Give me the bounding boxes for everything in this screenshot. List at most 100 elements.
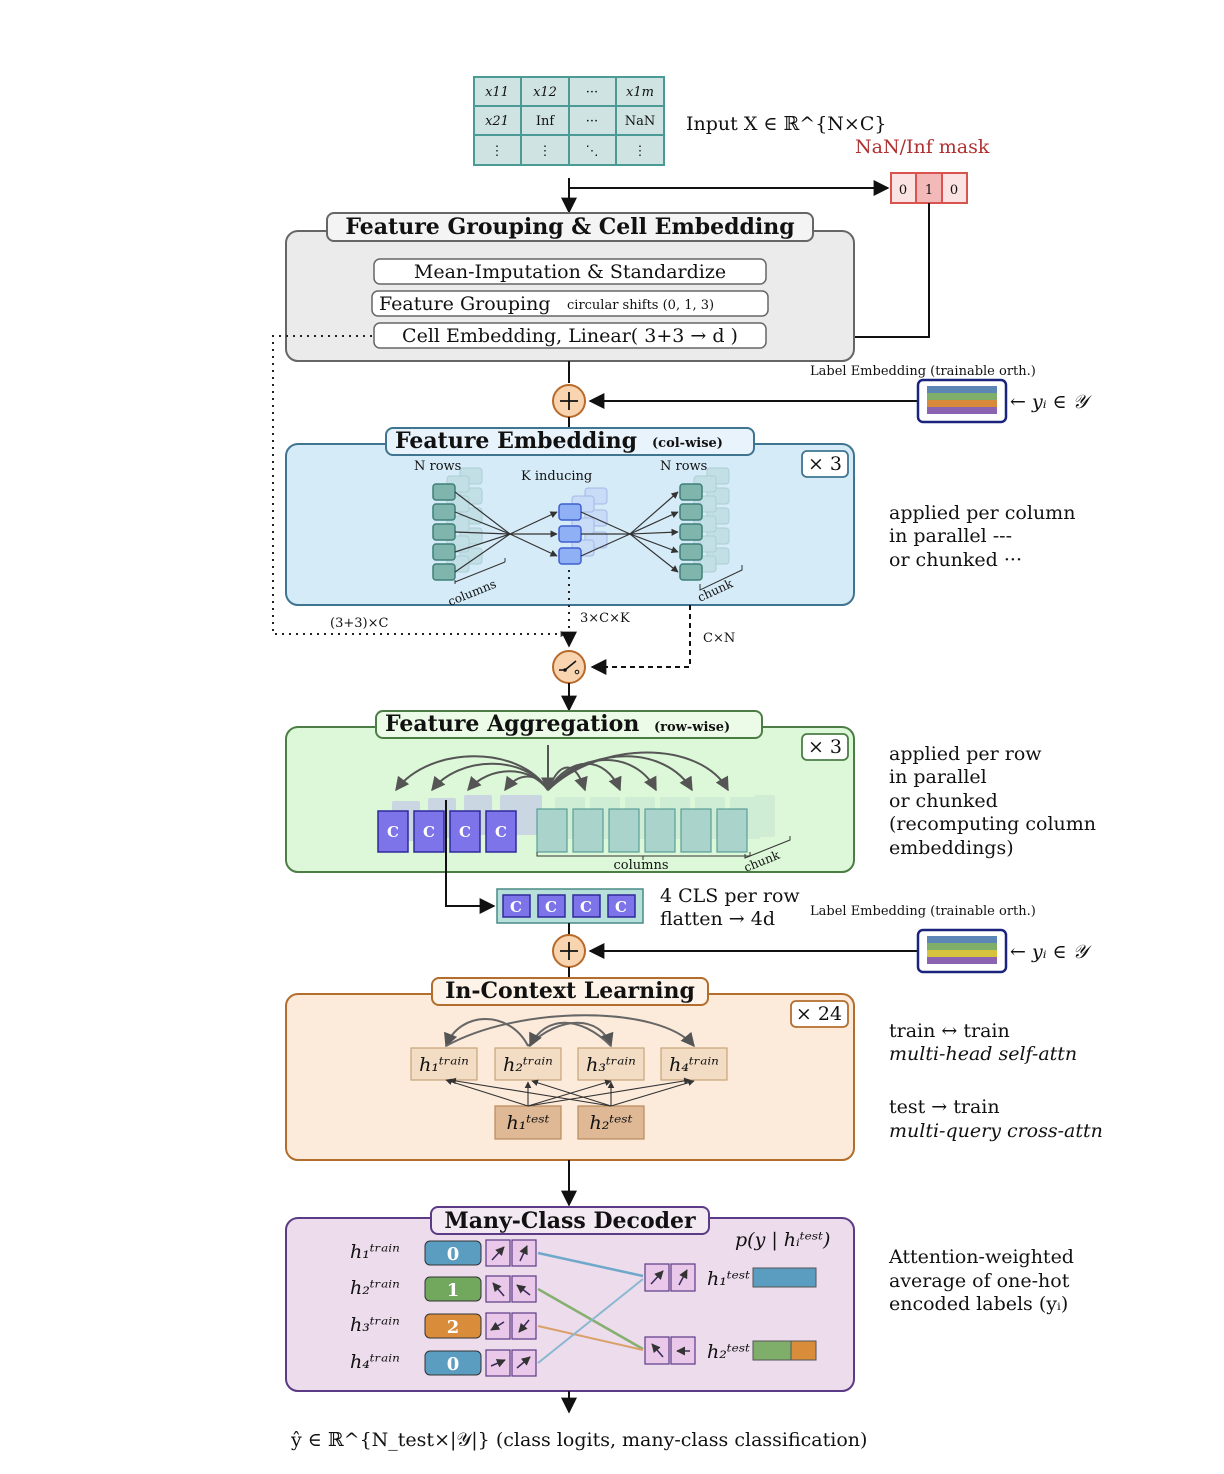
class-label: 0 bbox=[447, 1354, 460, 1375]
input-cell: ⋮ bbox=[491, 144, 504, 159]
self-attention-arcs bbox=[444, 1014, 695, 1048]
fa-side-4: (recomputing column bbox=[889, 813, 1096, 835]
label-emb-stripe bbox=[927, 386, 997, 393]
h-train-label: h₂ᵗʳᵃⁱⁿ bbox=[350, 1277, 400, 1299]
fa-side-1: applied per row bbox=[889, 743, 1042, 765]
n-rows-right: N rows bbox=[660, 459, 707, 474]
rows-left bbox=[432, 483, 456, 581]
dec-side-2: average of one-hot bbox=[889, 1270, 1070, 1292]
input-cell: x11 bbox=[485, 85, 509, 100]
feature-aggregation-title: Feature Aggregation bbox=[385, 711, 639, 737]
decoder-block: Many-Class Decoder p(y | hᵢᵗᵉˢᵗ) h₁ᵗʳᵃⁱⁿ… bbox=[285, 1206, 855, 1392]
class-label: 1 bbox=[447, 1280, 460, 1301]
add-node bbox=[552, 934, 586, 968]
nan-inf-mask: 0 1 0 bbox=[890, 172, 968, 204]
input-cell-nan: NaN bbox=[625, 114, 656, 129]
cls-token: C bbox=[615, 898, 627, 916]
cls-token: C bbox=[459, 823, 471, 841]
n-rows-left: N rows bbox=[414, 459, 461, 474]
fa-side-3: or chunked bbox=[889, 790, 998, 812]
query-arrows bbox=[650, 1269, 690, 1358]
feature-aggregation-note: (row-wise) bbox=[654, 720, 730, 735]
flatten-label: flatten → 4d bbox=[660, 908, 775, 930]
h-test-token: h₂ᵗᵉˢᵗ bbox=[590, 1112, 633, 1134]
feature-embedding-title: Feature Embedding bbox=[395, 428, 637, 454]
h-train-token: h₂ᵗʳᵃⁱⁿ bbox=[503, 1054, 553, 1076]
probability-label: p(y | hᵢᵗᵉˢᵗ) bbox=[735, 1229, 830, 1251]
fe-side-1: applied per column bbox=[889, 502, 1075, 524]
fe-side-2: in parallel --- bbox=[889, 525, 1012, 547]
h-train-token: h₃ᵗʳᵃⁱⁿ bbox=[586, 1054, 636, 1076]
column-tokens bbox=[536, 808, 748, 853]
input-cell: x1m bbox=[626, 85, 654, 100]
icl-side-3: test → train bbox=[889, 1096, 1000, 1118]
feature-embedding-block: Feature Embedding (col-wise) × 3 N rows … bbox=[285, 427, 855, 609]
cls-token: C bbox=[387, 823, 399, 841]
fa-side-2: in parallel bbox=[889, 766, 987, 788]
label-embedding-2 bbox=[916, 928, 1008, 974]
input-cell: ⋱ bbox=[586, 144, 599, 159]
repeat-badge: × 3 bbox=[808, 453, 842, 475]
step-grouping-note: circular shifts (0, 1, 3) bbox=[567, 298, 714, 313]
label-emb-stripe bbox=[927, 393, 997, 400]
attention-weights bbox=[537, 1251, 644, 1364]
cls-token: C bbox=[545, 898, 557, 916]
cls-token: C bbox=[423, 823, 435, 841]
label-emb-stripe bbox=[927, 950, 997, 957]
dim-label-1: (3+3)×C bbox=[330, 616, 388, 631]
h-train-token: h₁ᵗʳᵃⁱⁿ bbox=[419, 1054, 469, 1076]
h-test-label: h₂ᵗᵉˢᵗ bbox=[707, 1341, 750, 1363]
label-emb-stripe bbox=[927, 943, 997, 950]
dec-side-1: Attention-weighted bbox=[888, 1246, 1074, 1268]
label-emb-stripe bbox=[927, 936, 997, 943]
label-emb-stripe bbox=[927, 957, 997, 964]
mask-value: 1 bbox=[925, 183, 933, 198]
cls-row: C C C C bbox=[496, 888, 644, 924]
icl-side-1: train ↔ train bbox=[889, 1020, 1010, 1042]
prediction-bars bbox=[752, 1267, 817, 1361]
icl-block: In-Context Learning × 24 h₁ᵗʳᵃⁱⁿ h₂ᵗʳᵃⁱⁿ… bbox=[285, 977, 855, 1161]
label-emb-stripe bbox=[927, 407, 997, 414]
label-embedding-title: Label Embedding (trainable orth.) bbox=[810, 904, 1036, 919]
step-imputation: Mean-Imputation & Standardize bbox=[414, 261, 726, 283]
y-label: ← yᵢ ∈ 𝒴 bbox=[1010, 941, 1093, 963]
repeat-badge: × 24 bbox=[796, 1003, 842, 1025]
input-cell: ··· bbox=[586, 114, 598, 129]
induced-attention-lines bbox=[454, 491, 679, 573]
icl-side-4: multi-query cross-attn bbox=[889, 1120, 1103, 1142]
feature-embedding-note: (col-wise) bbox=[652, 436, 723, 451]
label-embedding-1 bbox=[916, 378, 1008, 424]
h-train-label: h₄ᵗʳᵃⁱⁿ bbox=[350, 1351, 400, 1373]
inducing-points bbox=[558, 503, 582, 565]
h-train-token: h₄ᵗʳᵃⁱⁿ bbox=[669, 1054, 719, 1076]
step-cell-embedding: Cell Embedding, Linear( 3+3 → d ) bbox=[402, 325, 738, 347]
label-emb-stripe bbox=[927, 400, 997, 407]
class-labels: 0 1 2 0 bbox=[424, 1240, 482, 1376]
mask-value: 0 bbox=[899, 183, 907, 198]
input-table: x11 x12 ··· x1m x21 Inf ··· NaN ⋮ ⋮ ⋱ ⋮ bbox=[473, 76, 665, 166]
icl-side-2: multi-head self-attn bbox=[889, 1043, 1077, 1065]
switch-node bbox=[552, 650, 586, 684]
class-label: 2 bbox=[447, 1317, 460, 1338]
cls-token: C bbox=[495, 823, 507, 841]
decoder-title: Many-Class Decoder bbox=[444, 1208, 696, 1234]
class-label: 0 bbox=[447, 1244, 460, 1265]
input-label: Input X ∈ ℝ^{N×C} bbox=[686, 113, 886, 135]
mask-title: NaN/Inf mask bbox=[855, 136, 990, 158]
icl-title: In-Context Learning bbox=[445, 978, 695, 1004]
repeat-badge: × 3 bbox=[808, 736, 842, 758]
ghost-inducing bbox=[571, 487, 608, 557]
ghost-rows-left bbox=[446, 467, 483, 573]
y-label: ← yᵢ ∈ 𝒴 bbox=[1010, 391, 1093, 413]
train-tokens: h₁ᵗʳᵃⁱⁿ h₂ᵗʳᵃⁱⁿ h₃ᵗʳᵃⁱⁿ h₄ᵗʳᵃⁱⁿ bbox=[410, 1047, 728, 1081]
h-test-token: h₁ᵗᵉˢᵗ bbox=[507, 1112, 550, 1134]
input-cell: x12 bbox=[533, 85, 557, 100]
row-attention-arcs bbox=[395, 745, 729, 792]
vector-arrows bbox=[490, 1245, 531, 1369]
input-cell: ⋮ bbox=[539, 144, 552, 159]
h-train-label: h₃ᵗʳᵃⁱⁿ bbox=[350, 1314, 400, 1336]
label-embedding-title: Label Embedding (trainable orth.) bbox=[810, 364, 1036, 379]
step-grouping: Feature Grouping bbox=[379, 293, 551, 315]
rows-right bbox=[679, 483, 703, 581]
